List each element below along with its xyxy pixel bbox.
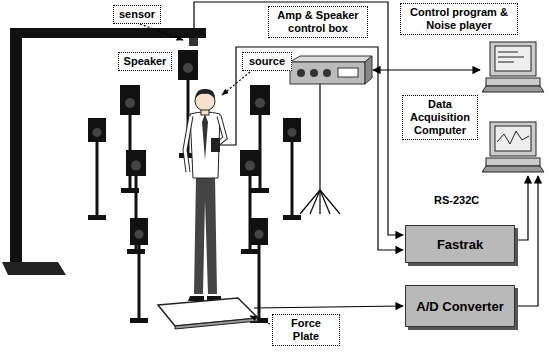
force-plate-cable [254, 306, 403, 308]
sensor-cable [194, 2, 403, 235]
device-box: Fastrak [405, 225, 515, 263]
speaker-box [240, 150, 260, 176]
signal-name: RS-232C [432, 194, 481, 206]
data-cable [518, 176, 538, 306]
speaker-cable [319, 190, 320, 214]
callout-label: source [242, 52, 292, 71]
control-cable [373, 69, 480, 70]
fastrak-sensor [189, 38, 198, 46]
speaker-cable [320, 190, 330, 214]
speaker-cable [310, 190, 320, 214]
callout-label: Data Acquisition Computer [402, 95, 478, 140]
amp-device [290, 56, 372, 84]
serial-cable [516, 176, 528, 240]
callout-label: Speaker [118, 52, 172, 71]
speaker-cable [319, 84, 320, 190]
leader-line [250, 316, 270, 324]
speaker-cable [300, 190, 320, 214]
computer-icon [482, 42, 544, 92]
speaker-cable [320, 190, 340, 214]
speaker-box [250, 218, 268, 245]
speaker-box [120, 85, 140, 115]
speaker-box [283, 118, 301, 142]
source-cable [220, 47, 403, 250]
callout-label: Control program & Noise player [400, 3, 518, 35]
speaker-box [88, 118, 106, 142]
speaker-box [178, 50, 198, 80]
label-text: Data Acquisition Computer [407, 98, 473, 137]
computer-icon [482, 122, 544, 172]
callout-label: Amp & Speaker control box [268, 6, 368, 38]
label-text: Speaker [123, 55, 167, 68]
speaker-array [88, 50, 301, 323]
label-text: Fastrak [437, 237, 483, 252]
label-text: Force Plate [277, 317, 335, 343]
label-text: A/D Converter [416, 299, 503, 314]
sensor-frame [2, 28, 206, 275]
leader-line [222, 72, 250, 95]
speaker-box [126, 150, 146, 176]
fastrak-source [211, 138, 220, 152]
label-text: sensor [118, 8, 156, 21]
callout-label: sensor [113, 5, 161, 24]
label-text: Amp & Speaker control box [273, 9, 363, 35]
device-box: A/D Converter [405, 285, 515, 327]
wires [140, 2, 538, 324]
label-text: source [247, 55, 287, 68]
speaker-box [130, 218, 148, 245]
subject-figure [185, 89, 225, 301]
speaker-box [250, 85, 270, 115]
callout-label: Force Plate [272, 314, 340, 346]
leader-line [140, 24, 183, 40]
label-text: Control program & Noise player [405, 6, 513, 32]
